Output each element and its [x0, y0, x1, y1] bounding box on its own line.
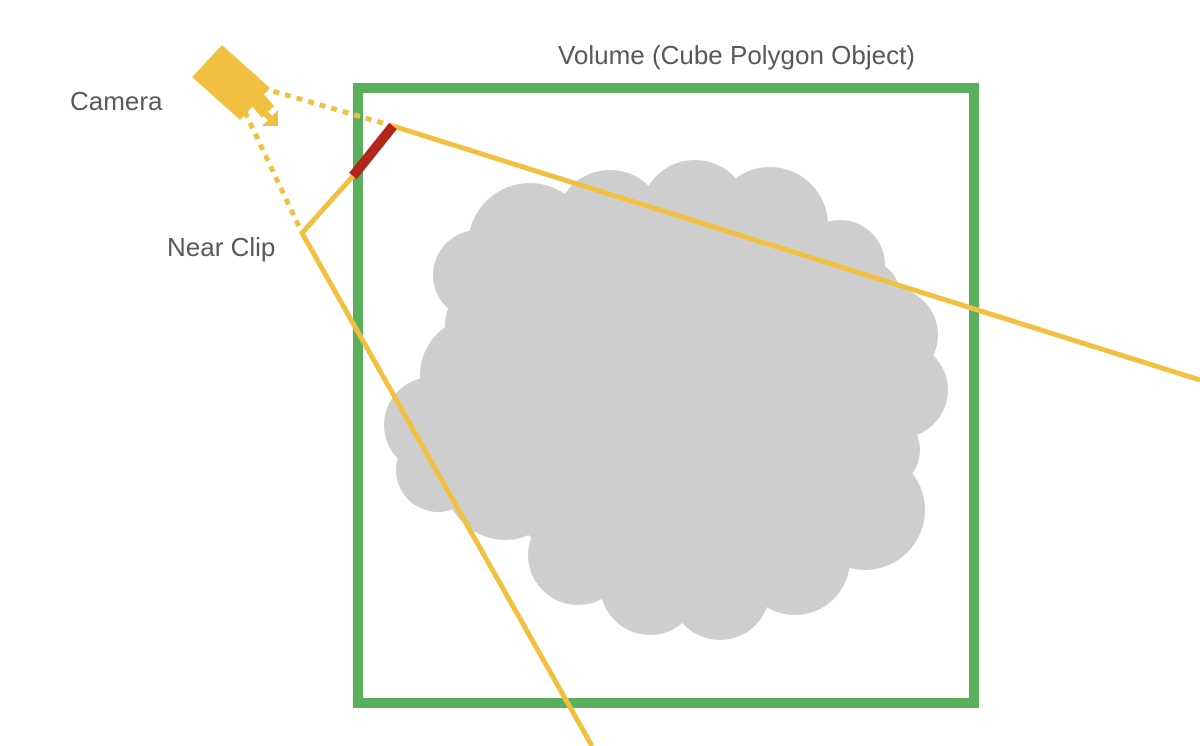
frustum-bottom-dotted [242, 110, 305, 235]
cloud-shape [384, 160, 948, 640]
camera-label: Camera [70, 86, 163, 116]
ray-upper [392, 123, 1200, 383]
volume-box [353, 83, 979, 708]
ray-lower [298, 174, 595, 746]
camera-icon [192, 45, 278, 126]
frustum-top-dotted [261, 85, 394, 129]
near-clip-label: Near Clip [167, 232, 276, 262]
near-plane-segment [349, 122, 397, 180]
volume-label: Volume (Cube Polygon Object) [558, 40, 915, 70]
